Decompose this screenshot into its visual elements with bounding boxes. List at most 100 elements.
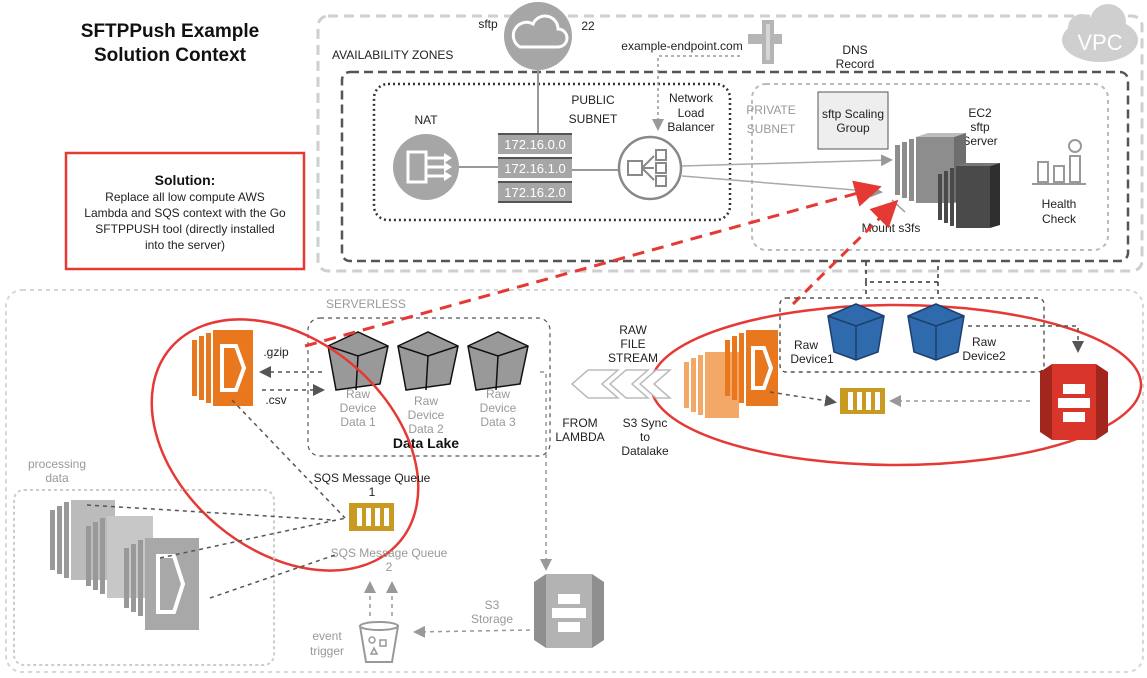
from-lambda-label-2: LAMBDA bbox=[555, 430, 604, 444]
sftppush-flow-arrow bbox=[304, 180, 882, 348]
sync-lambda-icon bbox=[684, 330, 778, 418]
solution-line-2: Lambda and SQS context with the Go bbox=[84, 206, 286, 220]
health-label-1: Health bbox=[1042, 197, 1077, 211]
raw-stream-label-1: RAW bbox=[619, 323, 647, 337]
queue2-label-1: SQS Message Queue bbox=[331, 546, 448, 560]
nlb-to-ec2-link-1 bbox=[681, 154, 893, 167]
lake-to-s3-link bbox=[540, 371, 552, 571]
solution-line-1: Replace all low compute AWS bbox=[105, 190, 265, 204]
title-line-2: Solution Context bbox=[94, 45, 247, 66]
lake-item-2-line-2: Device bbox=[408, 408, 445, 422]
gzip-label: .gzip bbox=[263, 345, 289, 359]
health-label-2: Check bbox=[1042, 212, 1077, 226]
replaced-components-highlight bbox=[150, 318, 420, 572]
lake-item-2-line-3: Data 2 bbox=[408, 422, 444, 436]
ec2-server-icon bbox=[895, 133, 1000, 228]
lake-item-3-line-3: Data 3 bbox=[480, 415, 516, 429]
s3-storage-grey-icon bbox=[534, 574, 604, 648]
lake-item-1-line-1: Raw bbox=[346, 387, 370, 401]
dns-label-1: DNS bbox=[842, 43, 867, 57]
ec2-label-3: Server bbox=[962, 134, 997, 148]
lake-item-1-line-2: Device bbox=[340, 401, 377, 415]
solution-line-3: SFTPPUSH tool (directly installed bbox=[95, 222, 274, 236]
s3-sync-label-1: S3 Sync bbox=[623, 416, 668, 430]
vpc-container: VPC AVAILABILITY ZONES bbox=[316, 4, 1144, 273]
sftp-label: sftp bbox=[478, 17, 498, 31]
queue2-label-2: 2 bbox=[386, 560, 393, 574]
s3-sync-label-2: to bbox=[640, 430, 650, 444]
private-subnet-label-1: PRIVATE bbox=[746, 103, 796, 117]
s3-bucket-red-icon bbox=[1040, 364, 1108, 440]
raw-devices-box bbox=[779, 297, 1045, 373]
scaling-group-label-2: Group bbox=[836, 121, 870, 135]
cidr-3: 172.16.2.0 bbox=[504, 185, 565, 200]
queue1-label-1: SQS Message Queue bbox=[314, 471, 431, 485]
s3-sync-label-3: Datalake bbox=[621, 444, 669, 458]
cidr-2: 172.16.1.0 bbox=[504, 161, 565, 176]
processing-lambda-icon bbox=[50, 500, 199, 630]
dns-label-2: Record bbox=[836, 57, 875, 71]
csv-label: .csv bbox=[265, 393, 286, 407]
s3-storage-label-2: Storage bbox=[471, 612, 513, 626]
public-subnet-label-1: PUBLIC bbox=[571, 93, 615, 107]
nlb-to-ec2-link-2 bbox=[681, 175, 883, 198]
nat-gateway-icon bbox=[393, 134, 459, 200]
cidr-block-list: 172.16.0.0 172.16.1.0 172.16.2.0 bbox=[498, 133, 572, 203]
serverless-region bbox=[5, 289, 1144, 673]
vpc-badge-label: VPC bbox=[1077, 30, 1122, 55]
lake-item-1-line-3: Data 1 bbox=[340, 415, 376, 429]
title-line-1: SFTPPush Example bbox=[81, 21, 259, 42]
event-trigger-bucket-icon bbox=[358, 621, 400, 663]
lake-item-2-line-1: Raw bbox=[414, 394, 438, 408]
raw-file-stream-chevrons-icon bbox=[570, 369, 672, 399]
data-lake-bucket-1-icon bbox=[327, 331, 389, 391]
nlb-label-1: Network bbox=[669, 91, 714, 105]
processing-label-1: processing bbox=[28, 457, 86, 471]
solution-line-4: into the server) bbox=[145, 238, 225, 252]
raw-device-2-icon bbox=[907, 303, 965, 361]
dns-icon bbox=[748, 20, 782, 64]
page-title: SFTPPush Example Solution Context bbox=[81, 21, 259, 66]
scaling-group-label-1: sftp Scaling bbox=[822, 107, 884, 121]
mount-flow-arrow bbox=[791, 199, 899, 306]
processing-label-2: data bbox=[45, 471, 69, 485]
sqs-right-icon bbox=[840, 388, 885, 414]
data-lake-bucket-3-icon bbox=[467, 331, 529, 391]
scaling-group-box bbox=[817, 91, 889, 150]
private-subnet-label-2: SUBNET bbox=[747, 122, 796, 136]
s3-storage-label-1: S3 bbox=[485, 598, 500, 612]
vpc-badge-icon: VPC bbox=[1062, 4, 1138, 62]
public-subnet-label-2: SUBNET bbox=[569, 112, 618, 126]
load-balancer-icon bbox=[617, 135, 683, 201]
availability-zones-label: AVAILABILITY ZONES bbox=[332, 48, 453, 62]
nlb-label-2: Load bbox=[678, 106, 705, 120]
event-trigger-label-1: event bbox=[312, 629, 342, 643]
device-2-label-1: Raw bbox=[972, 335, 996, 349]
from-lambda-label-1: FROM bbox=[562, 416, 597, 430]
raw-device-1-icon bbox=[827, 303, 885, 361]
cidr-1: 172.16.0.0 bbox=[504, 137, 565, 152]
serverless-label: SERVERLESS bbox=[326, 297, 406, 311]
device-1-label-1: Raw bbox=[794, 338, 818, 352]
event-trigger-label-2: trigger bbox=[310, 644, 344, 658]
endpoint-label: example-endpoint.com bbox=[621, 39, 742, 53]
raw-stream-label-2: FILE bbox=[620, 337, 645, 351]
processing-box bbox=[13, 489, 275, 666]
lambda-orange-icon bbox=[192, 330, 253, 406]
ec2-label-2: sftp bbox=[970, 120, 990, 134]
cloud-icon bbox=[504, 2, 572, 70]
data-lake-label: Data Lake bbox=[393, 435, 459, 451]
port-label: 22 bbox=[581, 19, 595, 33]
solution-heading: Solution: bbox=[155, 172, 216, 188]
device-2-label-2: Device2 bbox=[962, 349, 1006, 363]
lake-item-3-line-1: Raw bbox=[486, 387, 510, 401]
queue1-label-2: 1 bbox=[369, 485, 376, 499]
raw-stream-label-3: STREAM bbox=[608, 351, 658, 365]
health-check-icon bbox=[1032, 139, 1086, 185]
lake-item-3-line-2: Device bbox=[480, 401, 517, 415]
data-lake-bucket-2-icon bbox=[397, 331, 459, 391]
nlb-label-3: Balancer bbox=[667, 120, 714, 134]
ec2-label-1: EC2 bbox=[968, 106, 992, 120]
solution-box: Solution: Replace all low compute AWS La… bbox=[64, 151, 306, 271]
